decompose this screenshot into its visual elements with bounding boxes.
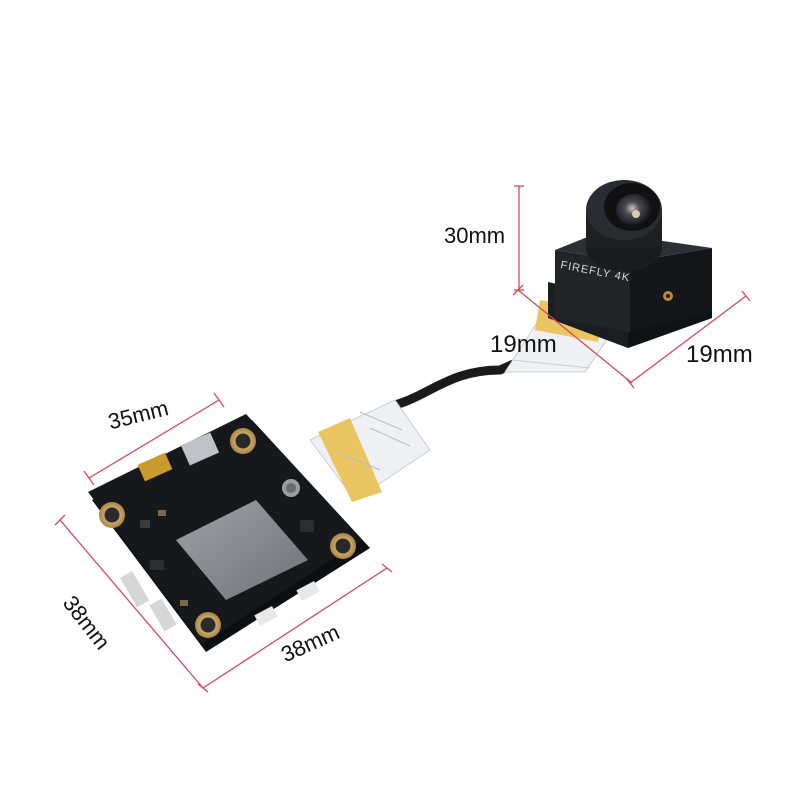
dimension-label-camera-width-front: 19mm — [490, 331, 557, 358]
dimension-label-camera-height: 30mm — [444, 223, 506, 248]
dimension-lines — [54, 185, 751, 693]
camera-module: FIREFLY 4K — [548, 180, 712, 348]
video-transmitter-board — [88, 414, 370, 652]
dimension-label-camera-width-side: 19mm — [686, 341, 753, 368]
processor-chip — [176, 500, 308, 600]
mounting-hole-icon — [99, 502, 125, 528]
mounting-hole-icon — [330, 533, 356, 559]
mounting-hole-icon — [230, 428, 256, 454]
mounting-hole-icon — [195, 612, 221, 638]
